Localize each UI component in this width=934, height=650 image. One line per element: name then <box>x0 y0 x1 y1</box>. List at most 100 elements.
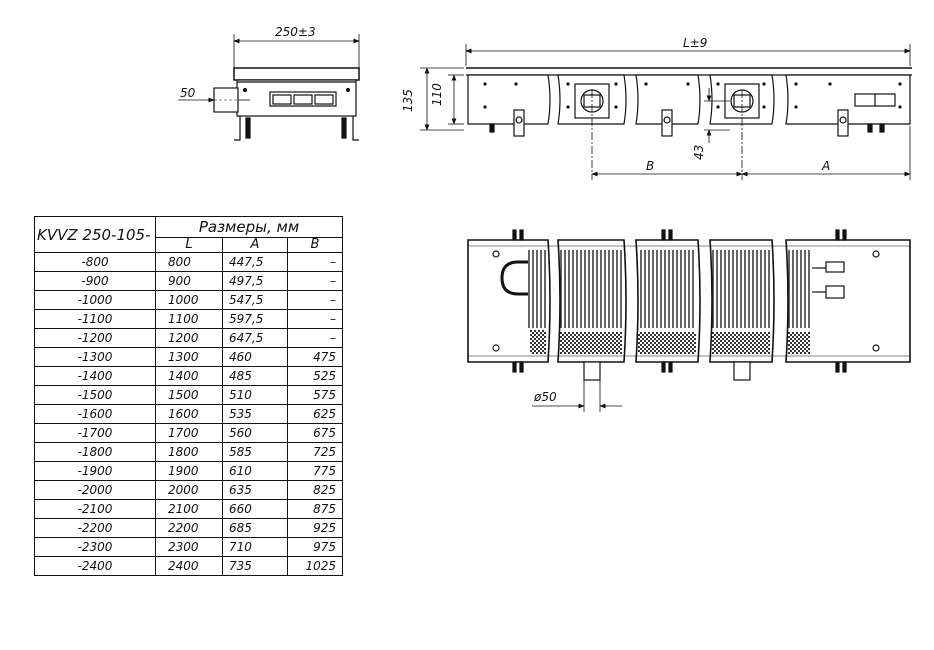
cell-a: 485 <box>222 366 288 386</box>
cell-a: 685 <box>222 518 288 538</box>
cell-a: 735 <box>222 556 288 576</box>
dim-pipe-height: 43 <box>692 145 706 160</box>
cell-model: -2300 <box>34 537 156 557</box>
dim-width-side: 250±3 <box>275 25 316 39</box>
plan-view-dimensions <box>532 380 622 412</box>
cell-b: – <box>287 271 343 291</box>
cell-l: 1500 <box>155 385 223 405</box>
col-header-l: L <box>155 237 223 253</box>
cell-a: 497,5 <box>222 271 288 291</box>
cell-b: 475 <box>287 347 343 367</box>
cell-l: 1400 <box>155 366 223 386</box>
cell-b: – <box>287 328 343 348</box>
cell-b: 575 <box>287 385 343 405</box>
cell-a: 610 <box>222 461 288 481</box>
cell-model: -1200 <box>34 328 156 348</box>
cell-model: -2000 <box>34 480 156 500</box>
cell-b: 525 <box>287 366 343 386</box>
cell-l: 900 <box>155 271 223 291</box>
col-header-a: A <box>222 237 288 253</box>
cell-l: 2200 <box>155 518 223 538</box>
cell-b: 925 <box>287 518 343 538</box>
dim-pipe-diameter: ø50 <box>533 390 557 404</box>
cell-model: -800 <box>34 252 156 272</box>
cell-model: -1500 <box>34 385 156 405</box>
cell-model: -1400 <box>34 366 156 386</box>
cell-model: -1800 <box>34 442 156 462</box>
end-view <box>213 67 360 141</box>
front-view-dimensions <box>420 44 911 180</box>
cell-model: -2100 <box>34 499 156 519</box>
cell-a: 560 <box>222 423 288 443</box>
cell-a: 547,5 <box>222 290 288 310</box>
cell-l: 1600 <box>155 404 223 424</box>
cell-model: -1000 <box>34 290 156 310</box>
cell-l: 1300 <box>155 347 223 367</box>
model-label: KVVZ 250-105- <box>34 216 156 253</box>
cell-b: 775 <box>287 461 343 481</box>
cell-b: – <box>287 290 343 310</box>
cell-l: 2400 <box>155 556 223 576</box>
cell-model: -1700 <box>34 423 156 443</box>
cell-l: 1700 <box>155 423 223 443</box>
cell-model: -2400 <box>34 556 156 576</box>
plan-view <box>467 229 911 381</box>
cell-a: 647,5 <box>222 328 288 348</box>
cell-l: 1800 <box>155 442 223 462</box>
cell-a: 447,5 <box>222 252 288 272</box>
cell-a: 660 <box>222 499 288 519</box>
cell-l: 2000 <box>155 480 223 500</box>
dim-height-total: 135 <box>401 89 415 112</box>
cell-model: -1900 <box>34 461 156 481</box>
cell-b: 975 <box>287 537 343 557</box>
cell-b: 625 <box>287 404 343 424</box>
cell-l: 800 <box>155 252 223 272</box>
cell-a: 597,5 <box>222 309 288 329</box>
cell-l: 2100 <box>155 499 223 519</box>
cell-l: 1900 <box>155 461 223 481</box>
cell-model: -1600 <box>34 404 156 424</box>
col-header-b: B <box>287 237 343 253</box>
cell-a: 635 <box>222 480 288 500</box>
cell-b: 875 <box>287 499 343 519</box>
front-view <box>466 67 912 137</box>
dim-pipe-offset: 50 <box>180 86 196 100</box>
cell-a: 585 <box>222 442 288 462</box>
cell-b: 675 <box>287 423 343 443</box>
cell-b: 1025 <box>287 556 343 576</box>
cell-model: -1300 <box>34 347 156 367</box>
cell-a: 710 <box>222 537 288 557</box>
dim-height-body: 110 <box>430 83 444 106</box>
cell-a: 535 <box>222 404 288 424</box>
end-view-dimensions <box>178 34 360 103</box>
dim-a: A <box>821 159 830 173</box>
table-header: Размеры, мм <box>155 216 343 238</box>
cell-b: – <box>287 309 343 329</box>
cell-l: 1000 <box>155 290 223 310</box>
cell-b: 825 <box>287 480 343 500</box>
cell-model: -1100 <box>34 309 156 329</box>
cell-model: -2200 <box>34 518 156 538</box>
cell-model: -900 <box>34 271 156 291</box>
dim-b: B <box>646 159 654 173</box>
cell-a: 460 <box>222 347 288 367</box>
